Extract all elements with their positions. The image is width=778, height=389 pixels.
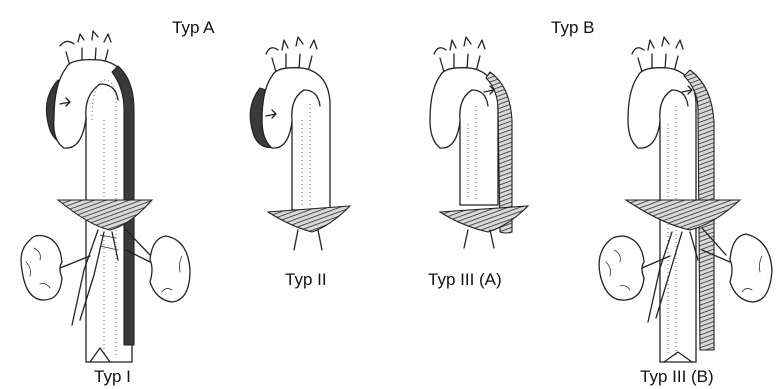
typ-3b-label: Typ III (B): [640, 367, 714, 387]
figure-typ-3b: [590, 0, 778, 389]
figure-typ-1: [0, 0, 200, 389]
figure-typ-3a: [410, 0, 540, 389]
typ-1-label: Typ I: [94, 367, 131, 387]
figure-typ-2: [230, 0, 360, 389]
type-b-label: Typ B: [551, 18, 594, 38]
typ-2-label: Typ II: [285, 270, 327, 290]
typ-3a-label: Typ III (A): [428, 270, 502, 290]
